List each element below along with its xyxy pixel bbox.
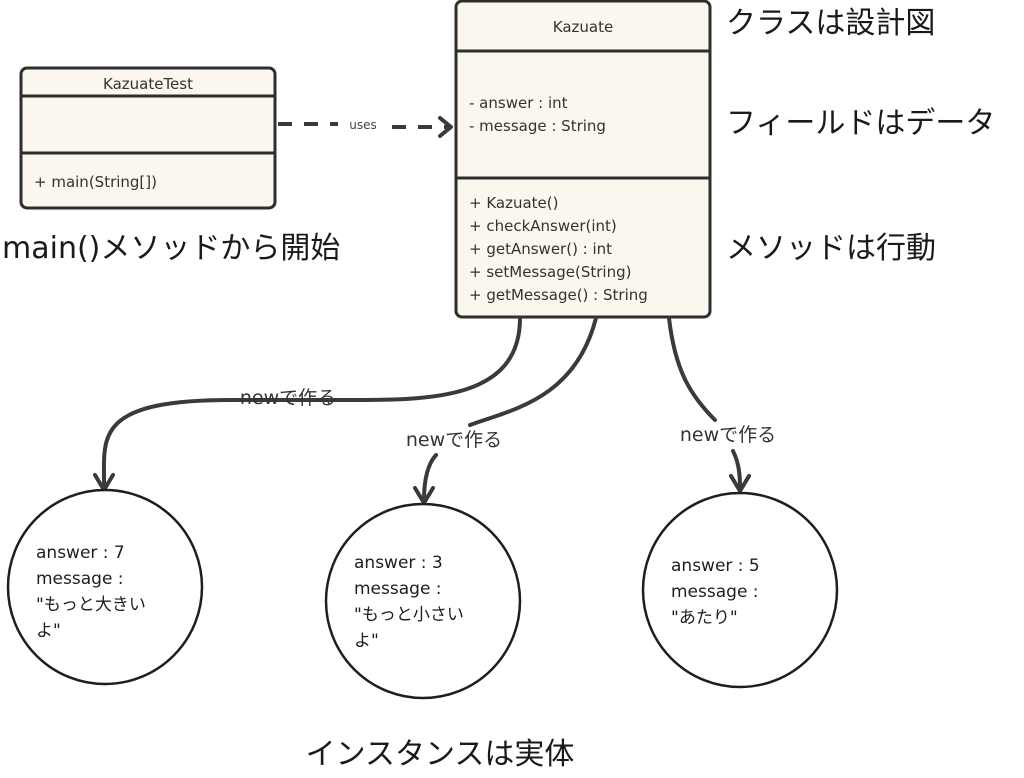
instance-answer: answer : 3	[354, 553, 443, 573]
field-message: - message : String	[469, 117, 606, 135]
note-instance-entity: インスタンスは実体	[306, 737, 575, 772]
uses-dependency-arrow: uses	[278, 116, 453, 138]
instance-message-value: よ"	[354, 631, 379, 651]
edge-line	[667, 316, 717, 422]
instance-answer: answer : 7	[36, 543, 125, 563]
method-get-message: + getMessage() : String	[469, 286, 648, 304]
instance-answer: answer : 5	[671, 556, 760, 576]
class-box-frame	[454, 0, 712, 319]
instance-message-value: "もっと小さい	[354, 605, 464, 625]
method-constructor: + Kazuate()	[469, 194, 559, 212]
instance-message-value: よ"	[36, 621, 61, 641]
method-get-answer: + getAnswer() : int	[469, 240, 612, 258]
instance-message-label: message :	[36, 569, 124, 589]
instance-message-label: message :	[671, 582, 759, 602]
note-main-start: main()メソッドから開始	[2, 231, 340, 266]
instance-message-label: message :	[354, 579, 442, 599]
new-edge-1: newで作る	[93, 316, 522, 492]
new-label: newで作る	[406, 429, 502, 451]
method-main: + main(String[])	[34, 173, 157, 191]
instance-message-value: "もっと大きい	[36, 595, 146, 615]
instance-message-value: "あたり"	[671, 608, 738, 628]
edge-line	[101, 316, 522, 489]
new-edge-2: newで作る	[406, 316, 598, 505]
arrowhead-icon	[438, 116, 453, 138]
instance-object-3[interactable]: answer : 5 message : "あたり"	[641, 491, 839, 689]
instance-circle	[641, 491, 839, 689]
class-name-kazuatetest: KazuateTest	[103, 75, 193, 93]
class-name-kazuate: Kazuate	[553, 18, 613, 36]
method-check-answer: + checkAnswer(int)	[469, 217, 617, 235]
note-methods-behavior: メソッドは行動	[726, 231, 936, 266]
class-box-kazuate[interactable]: Kazuate - answer : int - message : Strin…	[454, 0, 712, 319]
instance-circle	[324, 502, 522, 700]
new-label: newで作る	[680, 424, 776, 446]
arrowhead-icon	[729, 474, 751, 493]
class-box-kazuatetest[interactable]: KazuateTest + main(String[])	[19, 66, 277, 210]
note-fields-data: フィールドはデータ	[726, 106, 995, 141]
instance-object-1[interactable]: answer : 7 message : "もっと大きい よ"	[6, 488, 204, 686]
uses-label: uses	[349, 118, 377, 132]
new-label: newで作る	[240, 387, 336, 409]
note-class-blueprint: クラスは設計図	[726, 6, 935, 41]
instance-circle	[6, 488, 204, 686]
field-answer: - answer : int	[469, 94, 568, 112]
edge-line	[731, 449, 742, 490]
class-box-frame	[19, 66, 277, 210]
edge-line	[422, 453, 438, 502]
method-set-message: + setMessage(String)	[469, 263, 631, 281]
instance-object-2[interactable]: answer : 3 message : "もっと小さい よ"	[324, 502, 522, 700]
new-edge-3: newで作る	[667, 316, 776, 493]
edge-line	[468, 316, 598, 427]
